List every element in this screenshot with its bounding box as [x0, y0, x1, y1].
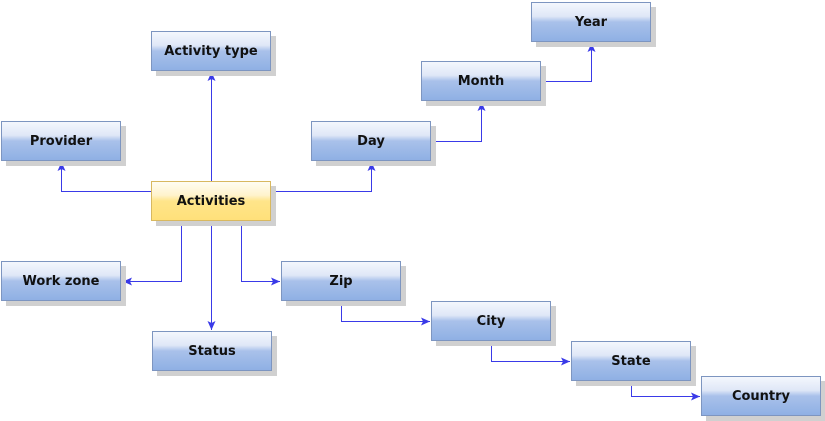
edge-activities-day — [272, 162, 376, 192]
node-day[interactable]: Day — [311, 121, 431, 161]
node-month[interactable]: Month — [421, 61, 541, 101]
edge-day-month — [432, 102, 486, 142]
edge-month-year — [542, 43, 596, 82]
edge-city-state — [491, 341, 570, 366]
node-provider[interactable]: Provider — [1, 121, 121, 161]
node-country[interactable]: Country — [701, 376, 821, 416]
node-state[interactable]: State — [571, 341, 691, 381]
node-year[interactable]: Year — [531, 2, 651, 42]
node-status[interactable]: Status — [152, 331, 272, 371]
node-activities[interactable]: Activities — [151, 181, 271, 221]
edge-activities-provider — [57, 162, 151, 192]
node-activity-type[interactable]: Activity type — [151, 31, 271, 71]
edge-zip-city — [341, 301, 430, 326]
edge-activities-zip — [241, 221, 280, 286]
node-city[interactable]: City — [431, 301, 551, 341]
node-work-zone[interactable]: Work zone — [1, 261, 121, 301]
edge-state-country — [631, 381, 700, 401]
node-zip[interactable]: Zip — [281, 261, 401, 301]
edge-activities-work-zone — [123, 221, 182, 286]
